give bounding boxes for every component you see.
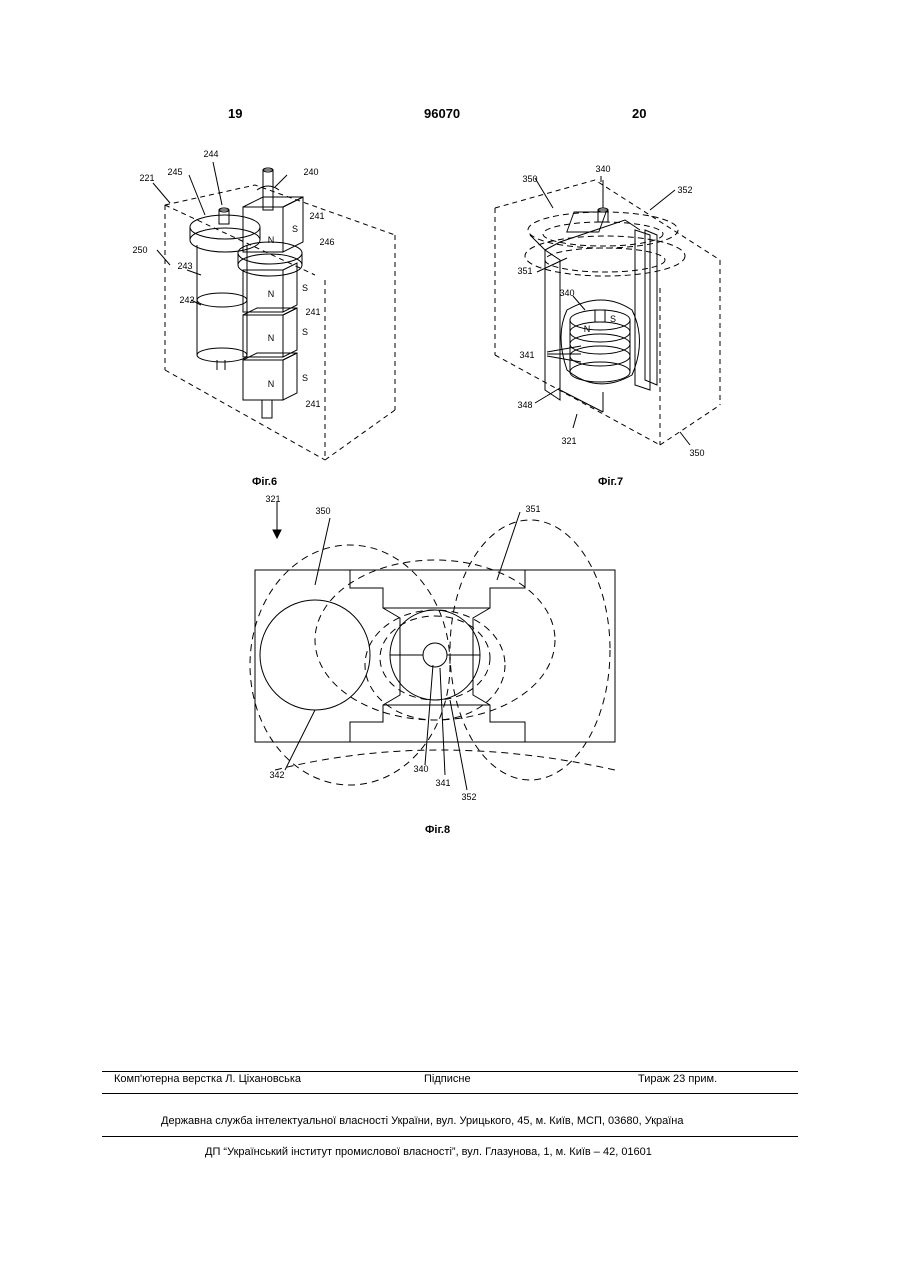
fig6-label: 244 (203, 149, 218, 159)
fig7-label: 340 (595, 164, 610, 174)
fig6-label: 242 (179, 295, 194, 305)
fig6-pole: N (268, 289, 275, 299)
fig7-label: 348 (517, 400, 532, 410)
page-number-left: 19 (228, 106, 242, 121)
figure-8-caption: Фіг.8 (425, 824, 450, 836)
fig6-label: 243 (177, 261, 192, 271)
fig8-label: 340 (413, 764, 428, 774)
fig8-label: 341 (435, 778, 450, 788)
fig6-label: 245 (167, 167, 182, 177)
fig8-label: 342 (269, 770, 284, 780)
footer-rule-bottom (102, 1136, 798, 1137)
fig7-label: 321 (561, 436, 576, 446)
fig7-pole: N (584, 324, 591, 334)
figure-7-caption: Фіг.7 (598, 476, 623, 488)
fig6-label: 240 (303, 167, 318, 177)
fig6-pole: N (268, 235, 275, 245)
footer-rule-middle (102, 1093, 798, 1094)
fig7-label: 340 (559, 288, 574, 298)
fig7-label: 351 (517, 266, 532, 276)
fig6-pole: S (302, 373, 308, 383)
page-number-right: 20 (632, 106, 646, 121)
layout-credit: Комп'ютерна верстка Л. Ціхановська (114, 1073, 301, 1085)
figure-8-drawing: 321 350 351 342 340 341 352 (235, 490, 635, 810)
fig6-label: 250 (132, 245, 147, 255)
fig6-pole: S (292, 224, 298, 234)
fig8-label: 321 (265, 494, 280, 504)
document-number: 96070 (424, 106, 460, 121)
fig7-label: 341 (519, 350, 534, 360)
fig8-label: 352 (461, 792, 476, 802)
footer-rule-top (102, 1071, 798, 1072)
institute-address: ДП “Український інститут промислової вла… (205, 1146, 652, 1158)
fig8-label: 350 (315, 506, 330, 516)
fig6-label: 246 (319, 237, 334, 247)
figure-7-drawing: 340 350 352 351 340 341 348 321 350 S N (485, 160, 725, 465)
agency-address: Державна служба інтелектуальної власност… (161, 1115, 684, 1127)
fig6-label: 221 (139, 173, 154, 183)
fig6-pole: N (268, 379, 275, 389)
fig7-pole: S (610, 314, 616, 324)
fig6-pole: N (268, 333, 275, 343)
housing-outline (165, 185, 395, 460)
figure-6-drawing: 221 245 244 240 250 243 242 241 246 241 … (125, 145, 415, 470)
fig6-label: 241 (309, 211, 324, 221)
fig7-label: 352 (677, 185, 692, 195)
signed-note: Підписне (424, 1073, 471, 1085)
circulation-note: Тираж 23 прим. (638, 1073, 717, 1085)
fig6-label: 241 (305, 399, 320, 409)
fig6-label: 241 (305, 307, 320, 317)
fig6-pole: S (302, 283, 308, 293)
fig6-pole: S (302, 327, 308, 337)
figure-6-caption: Фіг.6 (252, 476, 277, 488)
fig7-label: 350 (522, 174, 537, 184)
fig8-label: 351 (525, 504, 540, 514)
fig7-label: 350 (689, 448, 704, 458)
